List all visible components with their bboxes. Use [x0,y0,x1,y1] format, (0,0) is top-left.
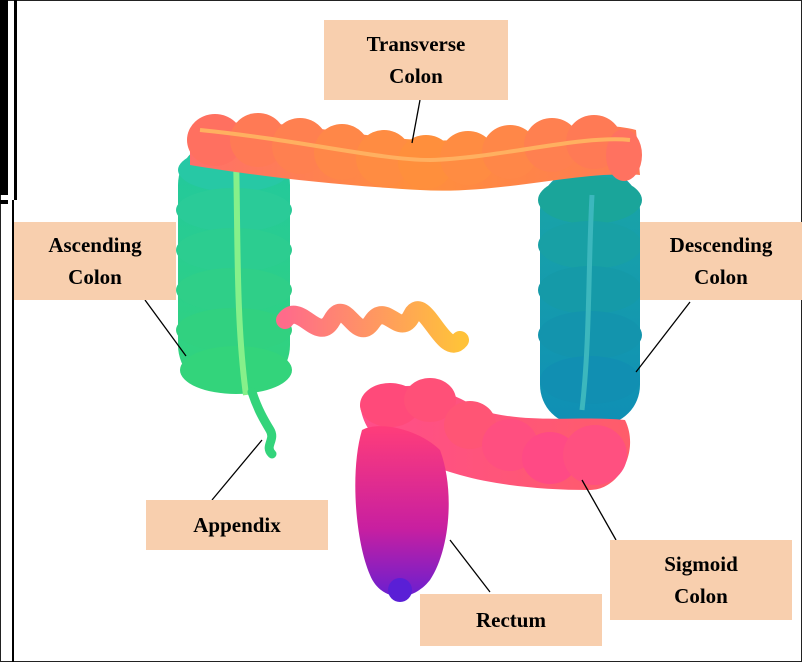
label-descending-colon: Descending Colon [640,222,802,300]
label-line: Ascending [14,229,176,261]
ascending-colon [176,140,292,395]
label-appendix: Appendix [146,500,328,550]
label-ascending-colon: Ascending Colon [14,222,176,300]
label-rectum: Rectum [420,594,602,646]
label-line: Appendix [146,509,328,541]
label-line: Colon [14,261,176,293]
label-transverse-colon: Transverse Colon [324,20,508,100]
descending-colon [538,170,642,425]
label-line: Colon [640,261,802,293]
rectum [355,426,448,602]
label-line: Rectum [420,604,602,636]
label-line: Transverse [324,28,508,60]
label-line: Descending [640,229,802,261]
label-line: Sigmoid [610,548,792,580]
label-line: Colon [610,580,792,612]
small-intestine [285,310,460,344]
appendix [252,392,272,454]
label-sigmoid-colon: Sigmoid Colon [610,540,792,620]
label-line: Colon [324,60,508,92]
